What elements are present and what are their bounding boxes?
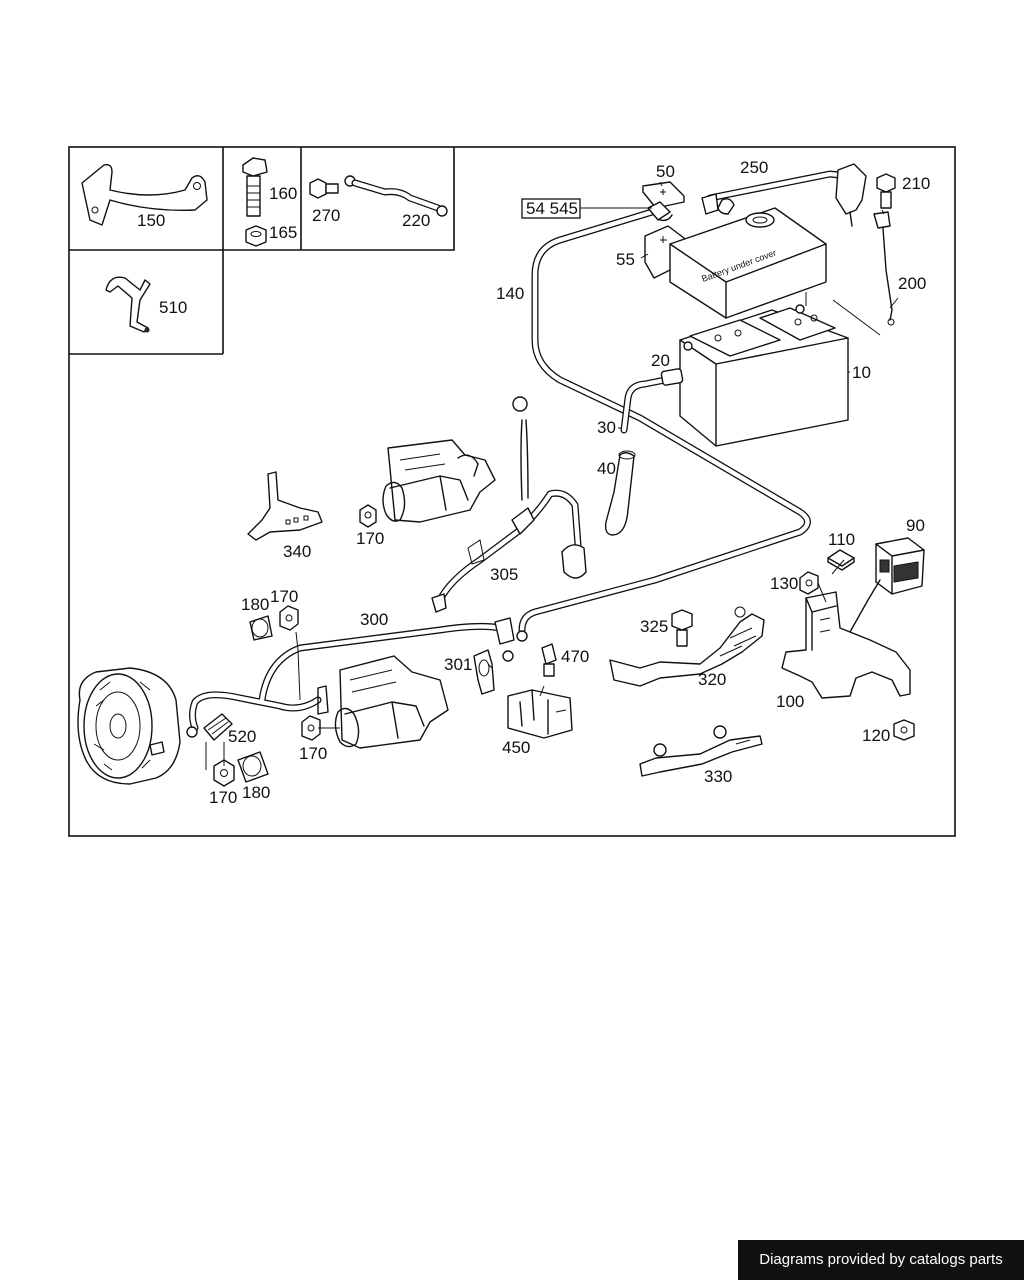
battery-under-cover: Battery under cover	[669, 207, 827, 319]
inset-boxes	[69, 147, 455, 355]
cable-140	[518, 208, 811, 634]
part-170-nut-left-top	[279, 605, 299, 631]
diagram-frame	[68, 146, 956, 837]
part-301-clip	[473, 649, 495, 695]
part-320-bracket	[609, 606, 765, 687]
alternator	[77, 667, 181, 785]
label-55: 55	[616, 250, 635, 269]
label-325: 325	[640, 617, 668, 636]
cable-305	[436, 419, 582, 604]
part-40-hose	[604, 450, 636, 536]
label-54545: 54 545	[526, 199, 578, 218]
part-340-bracket	[247, 471, 323, 541]
part-54545-terminal	[647, 201, 671, 221]
part-300-ends	[494, 617, 528, 662]
label-301: 301	[444, 655, 472, 674]
part-90-relay	[849, 537, 925, 633]
part-180-cap-bottom	[237, 751, 269, 783]
label-50: 50	[656, 162, 675, 181]
part-180-cap-left-top	[249, 615, 273, 641]
leader-lines	[205, 181, 899, 770]
part-165-nut	[245, 225, 267, 247]
label-170-bottom: 170	[209, 788, 237, 807]
footer-credit: Diagrams provided by catalogs parts	[738, 1240, 1024, 1280]
part-510-clamp	[105, 276, 151, 333]
label-330: 330	[704, 767, 732, 786]
label-305: 305	[490, 565, 518, 584]
label-100: 100	[776, 692, 804, 711]
label-10: 10	[852, 363, 871, 382]
part-200-cable	[873, 211, 895, 326]
label-210: 210	[902, 174, 930, 193]
part-labels: 150 160 165 270 220 510 50 250 210 55 14…	[137, 158, 930, 807]
label-160: 160	[269, 184, 297, 203]
ref-54545: 54 545	[521, 198, 581, 219]
label-150: 150	[137, 211, 165, 230]
part-450-box	[507, 689, 573, 739]
label-120: 120	[862, 726, 890, 745]
part-220-cable	[344, 175, 448, 217]
label-270: 270	[312, 206, 340, 225]
label-320: 320	[698, 670, 726, 689]
label-170-lower: 170	[299, 744, 327, 763]
part-250-clamp	[701, 163, 867, 227]
label-340: 340	[283, 542, 311, 561]
part-325-bolt	[671, 609, 693, 647]
label-130: 130	[770, 574, 798, 593]
label-450: 450	[502, 738, 530, 757]
part-330-bracket	[639, 725, 763, 777]
cable-250	[706, 170, 852, 202]
part-470-connector	[541, 643, 557, 677]
label-170-left-top: 170	[270, 587, 298, 606]
part-120-nut	[893, 719, 915, 741]
label-180-left-top: 180	[241, 595, 269, 614]
part-150-bracket	[81, 163, 208, 226]
label-470: 470	[561, 647, 589, 666]
part-520-terminal	[186, 713, 233, 741]
label-200: 200	[898, 274, 926, 293]
starter-motor-lower	[317, 655, 449, 749]
label-40: 40	[597, 459, 616, 478]
label-90: 90	[906, 516, 925, 535]
label-170-upper: 170	[356, 529, 384, 548]
label-30: 30	[597, 418, 616, 437]
part-305-cable-ends	[431, 396, 587, 613]
label-220: 220	[402, 211, 430, 230]
part-170-nut-lower	[301, 715, 321, 741]
part-210-bolt	[876, 173, 896, 209]
label-165: 165	[269, 223, 297, 242]
starter-motor-upper	[382, 439, 496, 523]
part-100-bracket	[781, 591, 911, 699]
label-250: 250	[740, 158, 768, 177]
part-130-nut	[799, 571, 819, 595]
label-20: 20	[651, 351, 670, 370]
part-170-nut-upper	[359, 504, 377, 528]
label-510: 510	[159, 298, 187, 317]
label-520: 520	[228, 727, 256, 746]
part-20-elbow	[620, 368, 684, 434]
part-160-bolt	[242, 157, 268, 217]
label-180-bottom: 180	[242, 783, 270, 802]
cable-300	[189, 622, 504, 732]
part-110-fuse	[827, 549, 855, 571]
label-300: 300	[360, 610, 388, 629]
part-10-battery	[679, 304, 849, 447]
label-140: 140	[496, 284, 524, 303]
label-110: 110	[828, 530, 855, 549]
part-270-bolt	[309, 178, 339, 199]
